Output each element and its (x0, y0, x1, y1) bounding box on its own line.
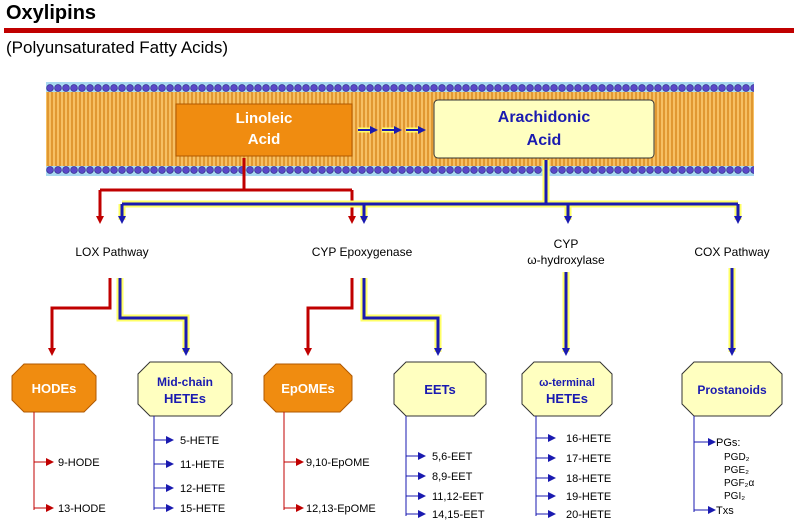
omega-terminal-hetes-shape (521, 361, 613, 417)
list-item: PGF₂α (724, 478, 754, 489)
membrane-head-row-top (46, 84, 754, 92)
list-item: 9-HODE (58, 457, 100, 469)
eets-label: EETs (424, 382, 456, 397)
list-item: 15-HETE (180, 503, 225, 515)
list-item: 20-HETE (566, 509, 611, 521)
prostanoids-list (693, 416, 716, 514)
pathway-product-connectors (48, 268, 736, 356)
list-item: 13-HODE (58, 503, 106, 515)
cyp-hydroxylase-label-line1: CYP (554, 237, 579, 251)
list-item: PGs: (716, 437, 740, 449)
hodes-shape (11, 363, 97, 413)
list-item: PGE₂ (724, 465, 749, 476)
hodes-label: HODEs (32, 381, 77, 396)
product-epomes: EpOMEs (263, 363, 353, 413)
list-item: Txs (716, 505, 734, 517)
linoleic-acid-line2: Acid (248, 131, 281, 148)
list-item: 5-HETE (180, 435, 219, 447)
list-item: 16-HETE (566, 433, 611, 445)
cyp-epoxygenase-label: CYP Epoxygenase (312, 245, 413, 259)
arachidonic-acid-box: Arachidonic Acid (433, 99, 655, 159)
epomes-label: EpOMEs (281, 381, 334, 396)
list-item: 19-HETE (566, 491, 611, 503)
pathway-labels: LOX Pathway CYP Epoxygenase CYP ω-hydrox… (75, 237, 769, 267)
product-hodes: HODEs (11, 363, 97, 413)
product-prostanoids: Prostanoids (681, 361, 783, 417)
cyp-hydroxylase-label-line2: ω-hydroxylase (527, 253, 605, 267)
arachidonic-acid-shape (433, 99, 655, 159)
page-title: Oxylipins (6, 2, 97, 24)
list-item: 12,13-EpOME (306, 503, 376, 515)
page-subtitle: (Polyunsaturated Fatty Acids) (6, 38, 229, 57)
midchain-hetes-line2: HETEs (164, 391, 206, 406)
list-item: 11-HETE (180, 459, 224, 471)
title-divider (4, 28, 794, 33)
list-item: PGD₂ (724, 452, 750, 463)
midchain-hetes-line1: Mid-chain (157, 375, 213, 389)
product-eets: EETs (393, 361, 487, 417)
list-item: 8,9-EET (432, 471, 473, 483)
midchain-hetes-shape (137, 361, 233, 417)
linoleic-distribution-lines (96, 158, 356, 224)
eets-list (405, 416, 426, 518)
linoleic-acid-box: Linoleic Acid (175, 103, 353, 157)
list-item: 5,6-EET (432, 451, 473, 463)
cox-pathway-label: COX Pathway (694, 245, 769, 259)
arachidonic-acid-line1: Arachidonic (498, 109, 591, 126)
list-item: 14,15-EET (432, 509, 485, 521)
linoleic-acid-shape (175, 103, 353, 157)
epomes-list (283, 412, 304, 512)
terminal-list (535, 416, 556, 518)
list-item: 18-HETE (566, 473, 611, 485)
membrane-head-row-bottom (46, 166, 754, 174)
prostanoids-label: Prostanoids (697, 383, 767, 397)
list-item: PGI₂ (724, 491, 745, 502)
list-item: 12-HETE (180, 483, 225, 495)
list-item: 9,10-EpOME (306, 457, 370, 469)
arachidonic-acid-line2: Acid (527, 132, 562, 149)
product-midchain-hetes: Mid-chain HETEs (137, 361, 233, 417)
midchain-list (153, 416, 174, 512)
lox-pathway-label: LOX Pathway (75, 245, 148, 259)
eets-shape (393, 361, 487, 417)
epomes-shape (263, 363, 353, 413)
prostanoids-shape (681, 361, 783, 417)
hodes-list (33, 412, 54, 512)
list-item: 11,12-EET (432, 491, 484, 503)
arachidonic-distribution-lines (118, 160, 742, 224)
list-item: 17-HETE (566, 453, 611, 465)
product-omega-terminal-hetes: ω-terminal HETEs (521, 361, 613, 417)
linoleic-acid-line1: Linoleic (236, 110, 293, 127)
omega-terminal-hetes-line2: HETEs (546, 391, 588, 406)
omega-terminal-hetes-line1: ω-terminal (539, 377, 595, 389)
